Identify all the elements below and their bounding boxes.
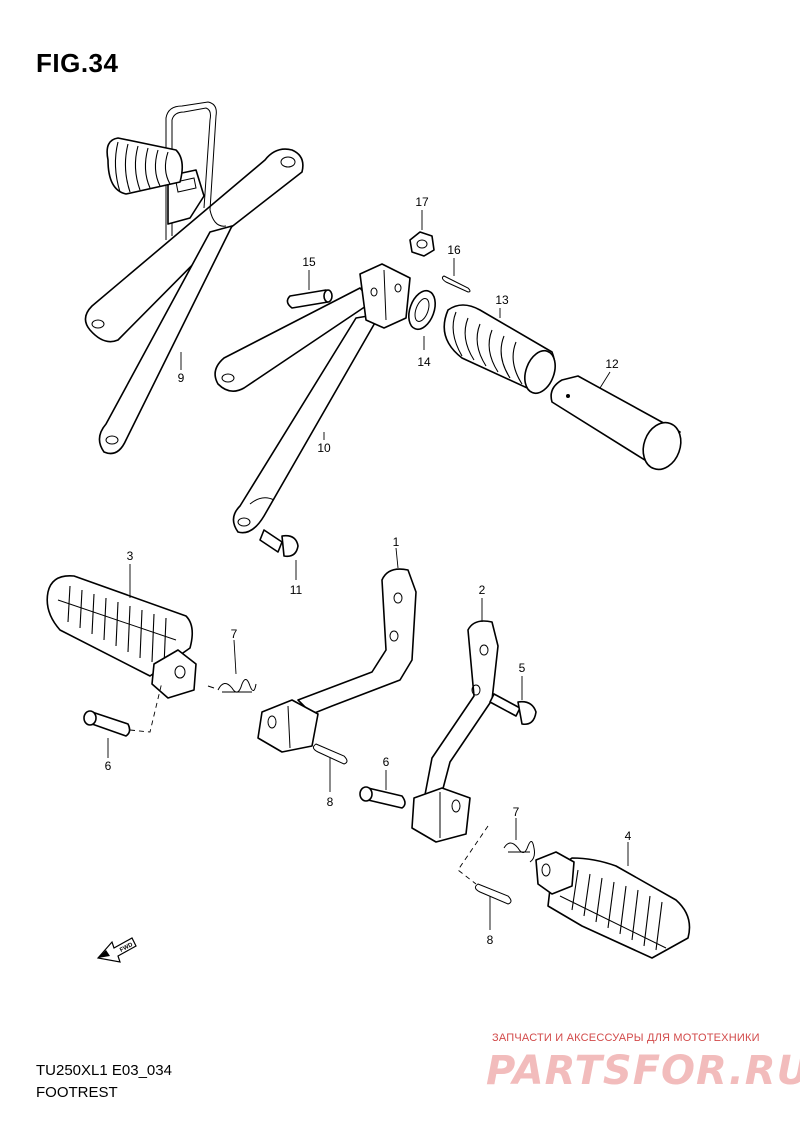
footpeg-part-3[interactable] xyxy=(46,575,197,699)
figure-title: FIG.34 xyxy=(36,48,119,78)
callout-5: 5 xyxy=(519,661,526,675)
watermark-caption: ЗАПЧАСТИ И АКСЕССУАРЫ ДЛЯ МОТОТЕХНИКИ xyxy=(492,1032,760,1044)
callout-16: 16 xyxy=(447,243,461,257)
callout-12: 12 xyxy=(605,357,619,371)
callout-3: 3 xyxy=(127,549,134,563)
callout-11: 11 xyxy=(290,583,303,597)
callout-8-right: 8 xyxy=(487,933,494,947)
footpeg-part-4[interactable] xyxy=(535,851,691,959)
callout-6-center: 6 xyxy=(383,755,390,769)
footpeg-bracket-part-1[interactable] xyxy=(257,568,417,753)
grip-part-13[interactable] xyxy=(443,304,560,397)
watermark-logo: PARTSFOR.RU xyxy=(486,1048,800,1094)
forward-direction-arrow: FWD xyxy=(96,937,137,963)
callout-labels: 17 16 15 13 14 12 9 10 11 3 1 7 2 5 6 8 … xyxy=(105,195,632,947)
nut-part-17[interactable] xyxy=(409,231,435,257)
footpeg-bracket-part-2[interactable] xyxy=(411,620,499,843)
cotter-pin-part-8-center[interactable] xyxy=(312,743,348,765)
callout-17: 17 xyxy=(415,195,429,209)
pin-part-6-left[interactable] xyxy=(83,710,131,737)
callout-4: 4 xyxy=(625,829,632,843)
callout-10: 10 xyxy=(317,441,331,455)
section-name: FOOTREST xyxy=(36,1084,118,1101)
pin-part-15[interactable] xyxy=(286,289,333,309)
pin-part-6-center[interactable] xyxy=(359,786,406,809)
spring-part-7-left[interactable] xyxy=(207,679,257,693)
callout-13: 13 xyxy=(495,293,509,307)
callout-1: 1 xyxy=(393,535,400,549)
bolt-part-11[interactable] xyxy=(259,529,299,558)
washer-part-14[interactable] xyxy=(404,287,440,333)
callout-8-center: 8 xyxy=(327,795,334,809)
leader-lines xyxy=(107,210,629,930)
bolt-part-5[interactable] xyxy=(489,693,537,726)
shaft-part-12[interactable] xyxy=(550,375,687,475)
cotter-pin-part-16[interactable] xyxy=(441,275,471,293)
callout-2: 2 xyxy=(479,583,486,597)
callout-7-right: 7 xyxy=(513,805,520,819)
model-code: TU250XL1 E03_034 xyxy=(36,1062,172,1079)
callout-6-left: 6 xyxy=(105,759,112,773)
spring-part-7-right[interactable] xyxy=(503,841,535,863)
cotter-pin-part-8-right[interactable] xyxy=(474,883,512,905)
callout-14: 14 xyxy=(417,355,431,369)
passenger-bracket-right[interactable] xyxy=(214,263,411,534)
passenger-bracket-left[interactable] xyxy=(84,101,304,455)
callout-15: 15 xyxy=(302,255,316,269)
assembly-line-6-left xyxy=(129,681,163,733)
callout-7-left: 7 xyxy=(231,627,238,641)
callout-9: 9 xyxy=(178,371,185,385)
